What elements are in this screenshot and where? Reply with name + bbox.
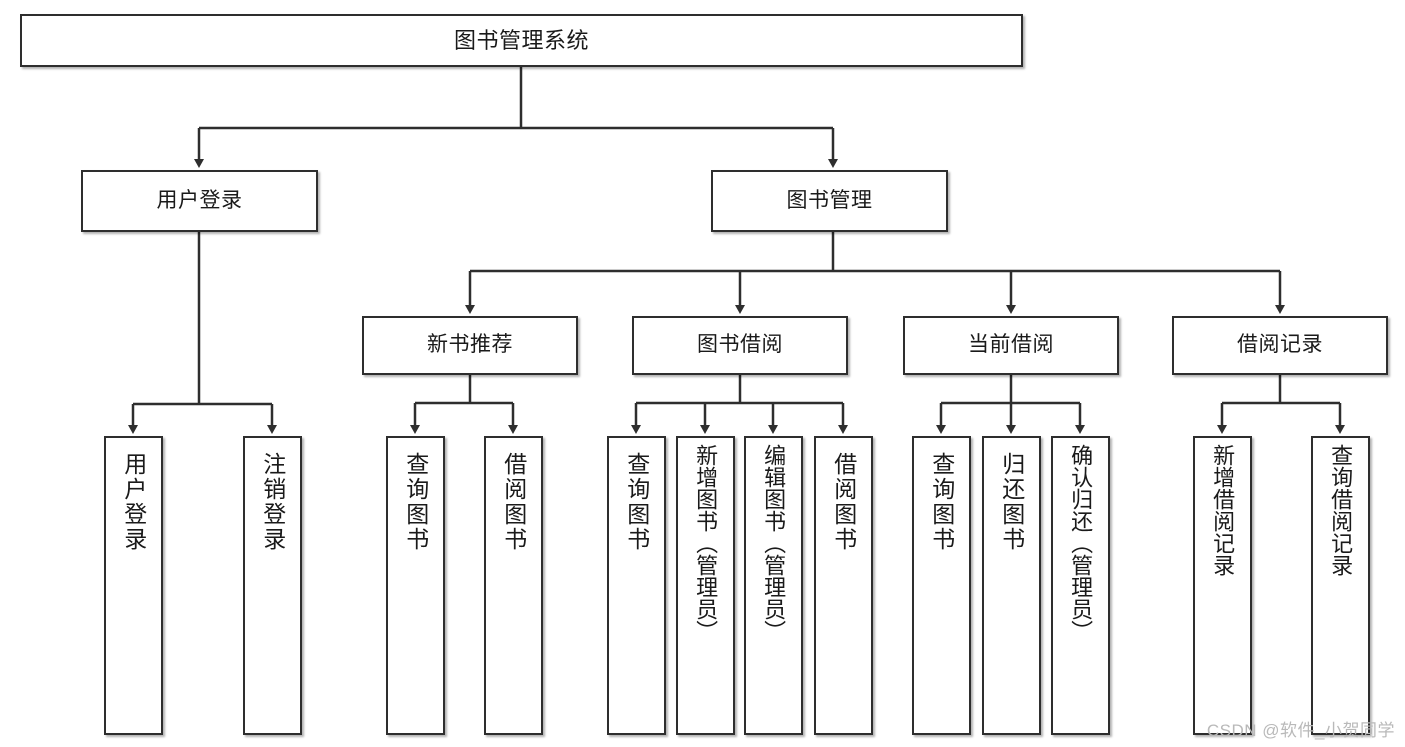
node-label: 借阅图书	[500, 452, 527, 552]
node-label: 注销登录	[259, 452, 286, 552]
node-label: 用户登录	[120, 452, 147, 552]
leaf-query-borrow-record[interactable]: 查询借阅记录	[1311, 436, 1370, 735]
node-label: 借阅图书	[830, 452, 857, 552]
node-label: 查询图书	[402, 452, 429, 552]
node-label: 查询借阅记录	[1328, 444, 1354, 576]
node-new-book-recommendation[interactable]: 新书推荐	[362, 316, 578, 375]
node-label: 当前借阅	[968, 333, 1054, 357]
leaf-add-borrow-record[interactable]: 新增借阅记录	[1193, 436, 1252, 735]
csdn-watermark: CSDN @软件_小贺同学	[1206, 721, 1395, 740]
node-label: 确认归还（管理员）	[1068, 444, 1094, 642]
node-current-borrowing[interactable]: 当前借阅	[903, 316, 1119, 375]
node-label: 用户登录	[156, 188, 243, 212]
leaf-confirm-return-admin[interactable]: 确认归还（管理员）	[1051, 436, 1110, 735]
node-label: 图书借阅	[697, 333, 783, 357]
leaf-add-book-admin[interactable]: 新增图书（管理员）	[676, 436, 735, 735]
node-label: 编辑图书（管理员）	[761, 444, 787, 642]
node-label: 新书推荐	[427, 333, 513, 357]
leaf-borrow-books-newbooks[interactable]: 借阅图书	[484, 436, 543, 735]
node-root-book-management-system[interactable]: 图书管理系统	[20, 14, 1023, 67]
leaf-user-login[interactable]: 用户登录	[104, 436, 163, 735]
node-label: 借阅记录	[1237, 333, 1323, 357]
node-label: 图书管理	[786, 188, 873, 212]
leaf-query-books-newbooks[interactable]: 查询图书	[386, 436, 445, 735]
node-label: 归还图书	[998, 452, 1025, 552]
node-borrowing-records[interactable]: 借阅记录	[1172, 316, 1388, 375]
leaf-edit-book-admin[interactable]: 编辑图书（管理员）	[744, 436, 803, 735]
node-book-management[interactable]: 图书管理	[711, 170, 948, 232]
leaf-query-books-borrow[interactable]: 查询图书	[607, 436, 666, 735]
leaf-return-books[interactable]: 归还图书	[982, 436, 1041, 735]
node-user-login[interactable]: 用户登录	[81, 170, 318, 232]
leaf-logout-login[interactable]: 注销登录	[243, 436, 302, 735]
node-label: 新增图书（管理员）	[693, 444, 719, 642]
node-label: 查询图书	[623, 452, 650, 552]
leaf-borrow-books-borrow[interactable]: 借阅图书	[814, 436, 873, 735]
node-label: 图书管理系统	[453, 27, 589, 53]
leaf-query-books-current[interactable]: 查询图书	[912, 436, 971, 735]
node-book-borrowing[interactable]: 图书借阅	[632, 316, 848, 375]
node-label: 查询图书	[928, 452, 955, 552]
node-label: 新增借阅记录	[1210, 444, 1236, 576]
